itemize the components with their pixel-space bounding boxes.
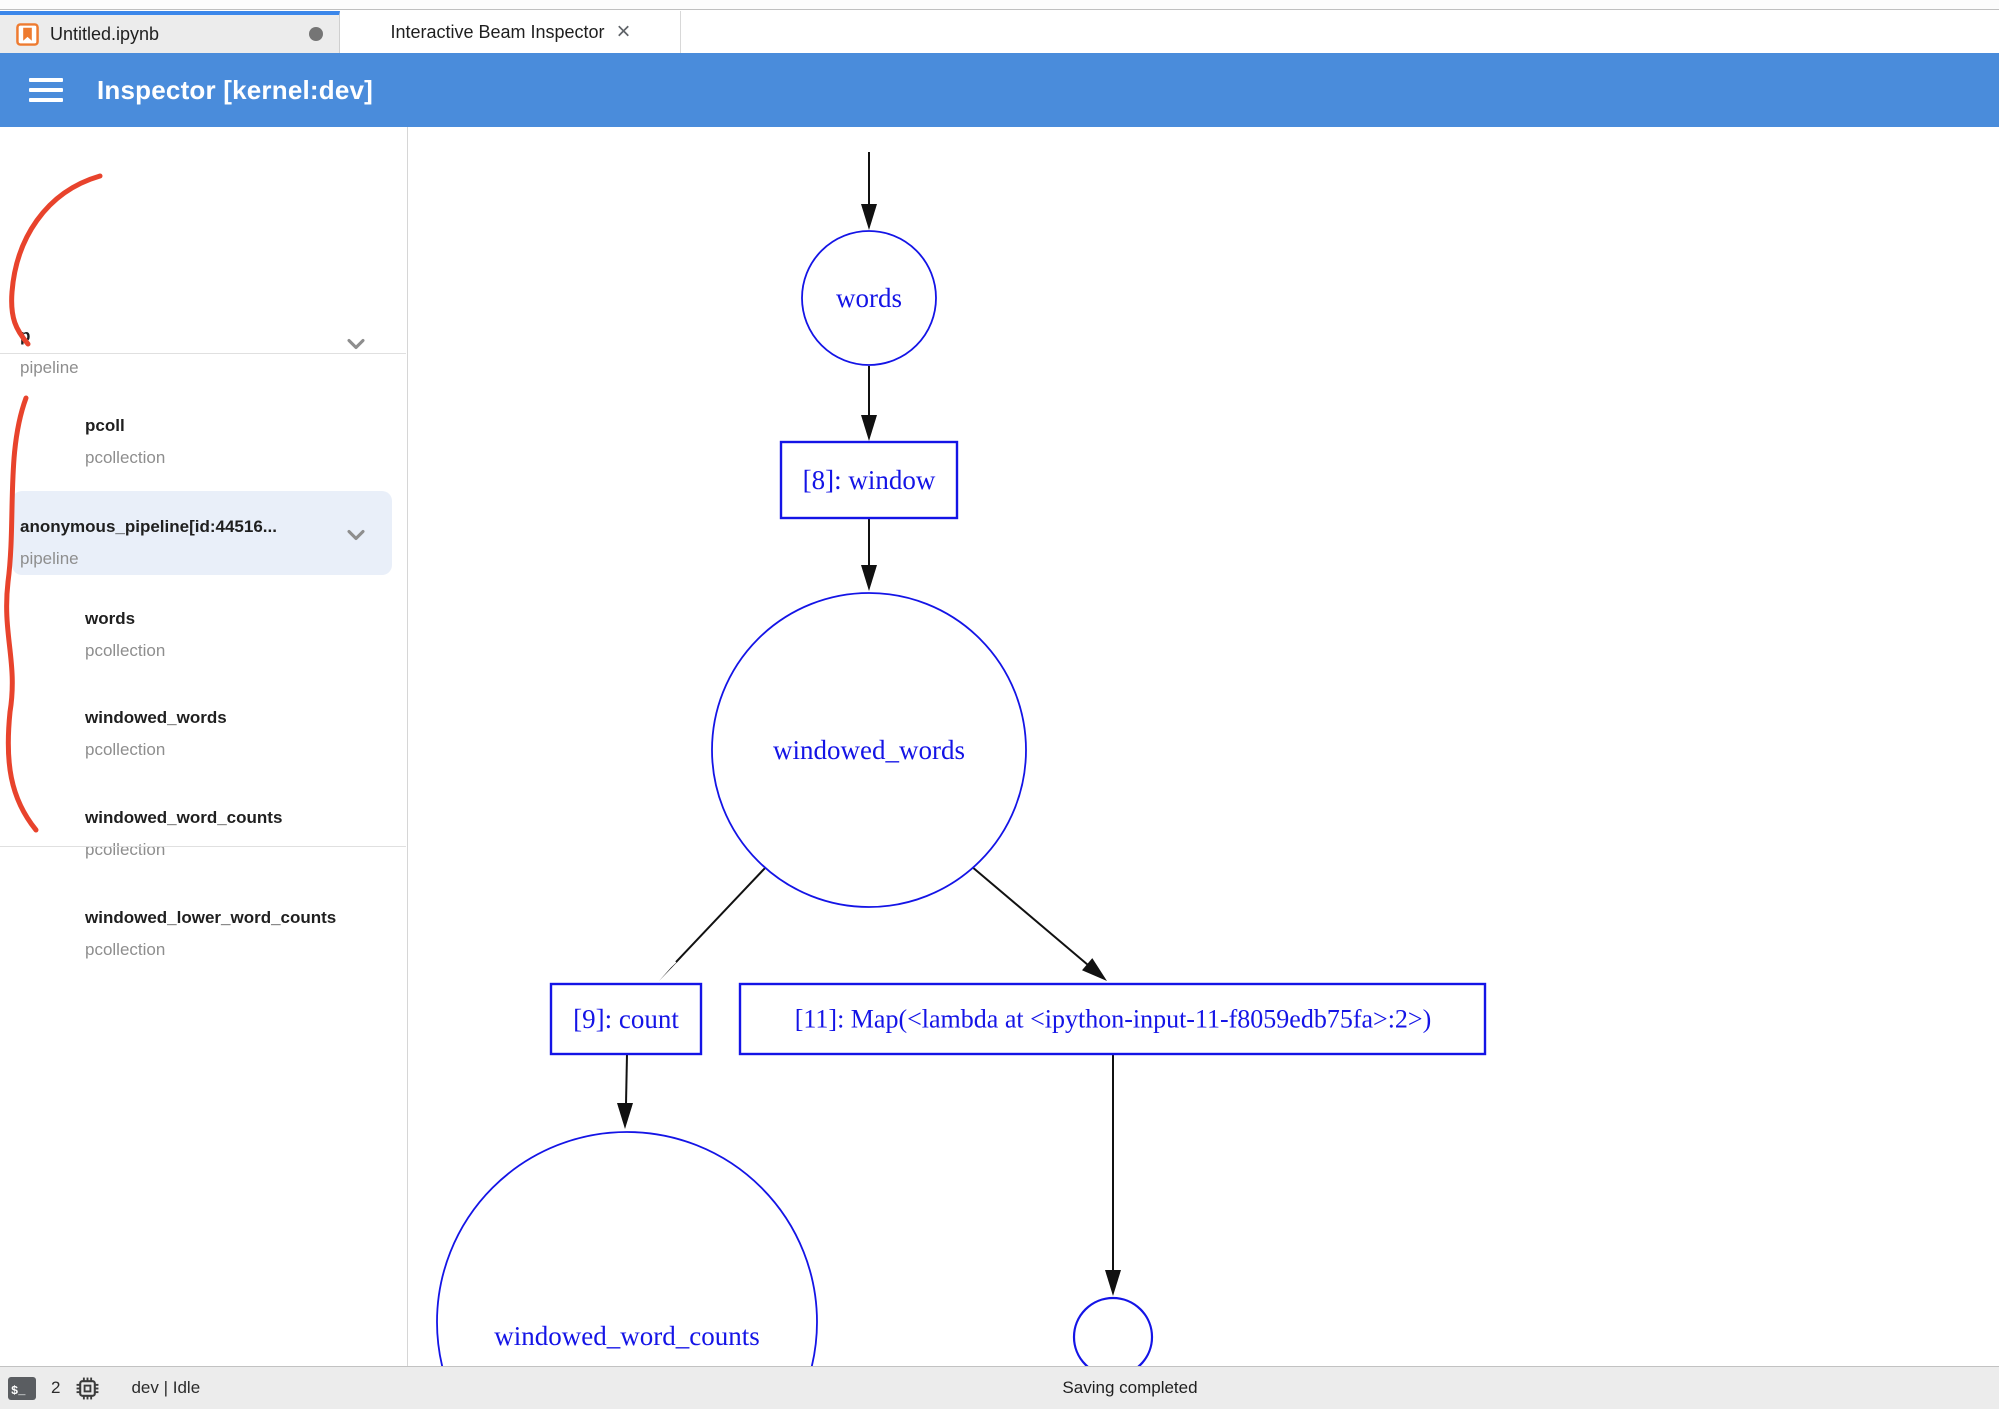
- sidebar-item-p[interactable]: p pipeline: [20, 325, 79, 379]
- close-icon[interactable]: ×: [616, 18, 631, 45]
- status-message: Saving completed: [1062, 1378, 1198, 1397]
- pcollection-type: pcollection: [85, 448, 166, 467]
- pcollection-name: windowed_lower_word_counts: [85, 908, 337, 927]
- node-words-circle: [801, 230, 937, 366]
- terminal-icon[interactable]: $_: [8, 1376, 36, 1400]
- tab-bar: Untitled.ipynb Interactive Beam Inspecto…: [0, 11, 1999, 53]
- tab-untitled-notebook[interactable]: Untitled.ipynb: [0, 11, 340, 53]
- hamburger-menu-icon[interactable]: [29, 78, 63, 102]
- node-windowed-words-circle: [711, 592, 1027, 908]
- tab-label: Interactive Beam Inspector: [390, 21, 605, 42]
- page-title: Inspector [kernel:dev]: [97, 74, 374, 105]
- pcollection-name: pcoll: [85, 416, 125, 435]
- pcollection-type: pcollection: [85, 740, 166, 759]
- pipeline-graph: words [8]: window windowed_words [9]: co…: [408, 127, 1999, 1366]
- section-divider: [0, 846, 406, 847]
- pipeline-name: p: [20, 326, 31, 345]
- inspector-app-bar: Inspector [kernel:dev]: [0, 53, 1999, 127]
- pcollection-type: pcollection: [85, 641, 166, 660]
- status-left-cluster: $_ 2 dev | Idle: [8, 1367, 200, 1409]
- sidebar-main-divider: [407, 127, 408, 1366]
- node-map-box: [738, 982, 1487, 1056]
- pipeline-type: pipeline: [20, 358, 79, 377]
- pcollection-name: windowed_word_counts: [85, 808, 283, 827]
- tab-label: Untitled.ipynb: [50, 23, 160, 44]
- kernel-status[interactable]: dev | Idle: [131, 1378, 201, 1397]
- sidebar-item-windowed-word-counts[interactable]: windowed_word_counts pcollection: [85, 807, 282, 861]
- node-count-label: [9]: count: [573, 1004, 679, 1034]
- node-unnamed-circle: [1072, 1296, 1154, 1366]
- window-top-edge: [0, 0, 1999, 10]
- chip-icon[interactable]: [75, 1376, 100, 1401]
- sidebar-item-windowed-lower-word-counts[interactable]: windowed_lower_word_counts pcollection: [85, 907, 336, 961]
- dag-svg: words [8]: window windowed_words [9]: co…: [436, 152, 1487, 1366]
- node-map-label: [11]: Map(<lambda at <ipython-input-11-f…: [795, 1005, 1432, 1034]
- sidebar-item-windowed-words[interactable]: windowed_words pcollection: [85, 707, 227, 761]
- node-windowed-word-counts-circle: [436, 1131, 818, 1366]
- pipeline-sidebar: p pipeline pcoll pcollection anonymous_p…: [0, 127, 407, 1366]
- unsaved-dot-indicator: [309, 27, 323, 41]
- node-words-label: words: [836, 283, 902, 313]
- terminal-count[interactable]: 2: [51, 1378, 61, 1397]
- node-windowed-word-counts-label: windowed_word_counts: [494, 1321, 759, 1351]
- sidebar-item-anonymous-pipeline[interactable]: anonymous_pipeline[id:44516... pipeline: [20, 516, 277, 570]
- chevron-down-icon[interactable]: [342, 330, 370, 358]
- pcollection-name: windowed_words: [85, 708, 227, 727]
- node-windowed-words-label: windowed_words: [773, 735, 965, 765]
- sidebar-item-pcoll[interactable]: pcoll pcollection: [85, 415, 165, 469]
- pcollection-type: pcollection: [85, 840, 166, 859]
- pcollection-type: pcollection: [85, 940, 166, 959]
- pcollection-name: words: [85, 609, 136, 628]
- node-count-box: [549, 982, 703, 1056]
- status-bar: $_ 2 dev | Idle Saving completed: [0, 1366, 1999, 1409]
- dag-edges: [617, 152, 1121, 1296]
- selected-row-highlight: [12, 491, 392, 575]
- pipeline-type: pipeline: [20, 549, 79, 568]
- node-window-label: [8]: window: [803, 465, 936, 495]
- sidebar-item-words[interactable]: words pcollection: [85, 608, 165, 662]
- section-divider: [0, 353, 406, 354]
- chevron-down-icon[interactable]: [342, 521, 370, 549]
- notebook-icon: [16, 22, 39, 46]
- tab-interactive-beam-inspector[interactable]: Interactive Beam Inspector ×: [341, 11, 681, 53]
- pipeline-name: anonymous_pipeline[id:44516...: [20, 517, 277, 536]
- node-window-box: [779, 440, 959, 520]
